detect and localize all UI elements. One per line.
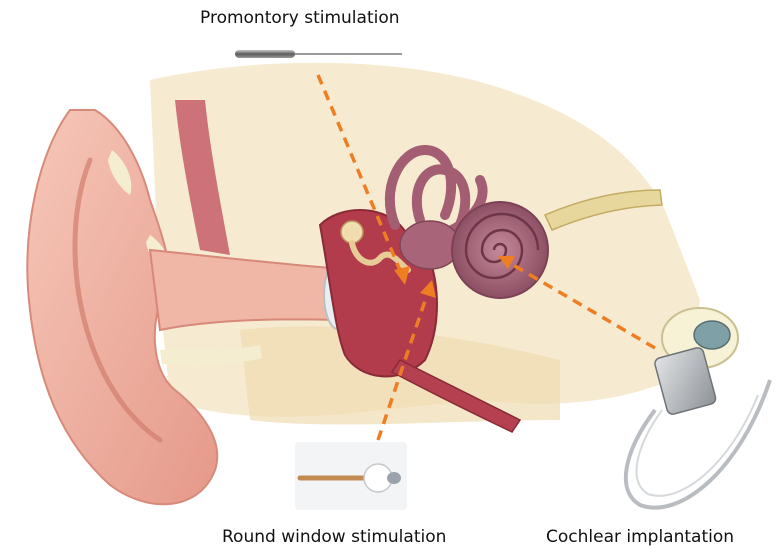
vestibule [400, 221, 460, 269]
round-window-electrode [295, 442, 407, 510]
label-promontory-stimulation: Promontory stimulation [200, 8, 400, 28]
promontory-electrode-probe [235, 50, 402, 58]
label-cochlear-implantation: Cochlear implantation [546, 527, 734, 547]
label-round-window-stimulation: Round window stimulation [222, 527, 446, 547]
malleus-head [341, 221, 363, 243]
